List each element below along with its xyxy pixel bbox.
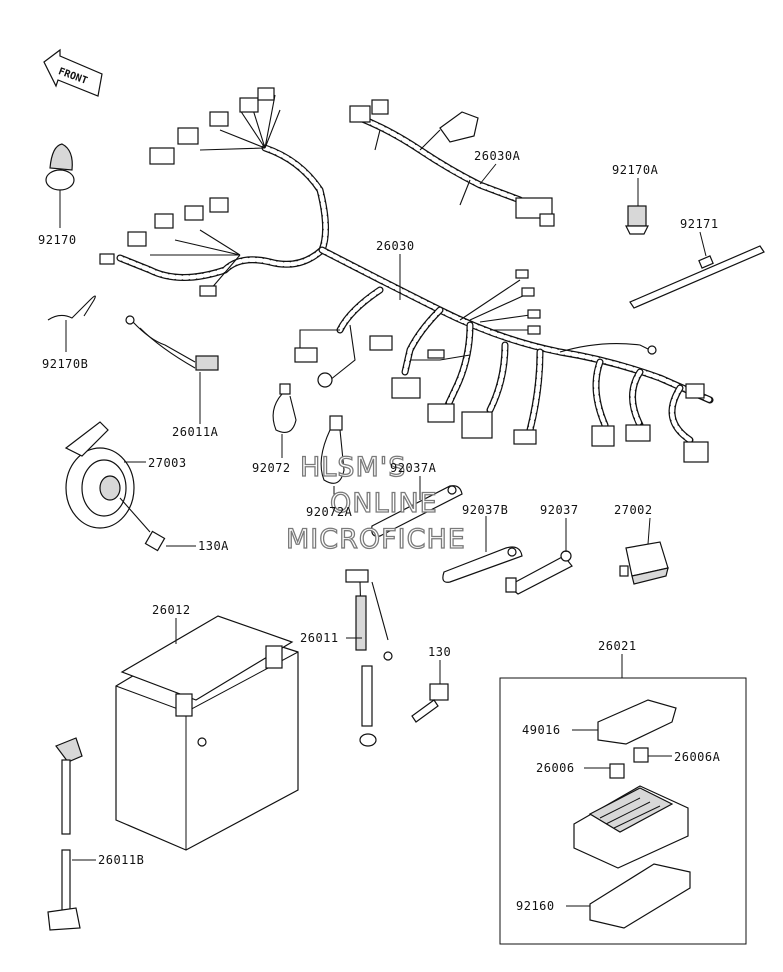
tie-92072 [272,383,297,458]
callout-92170B: 92170B [42,357,88,371]
lead-26011A [125,315,219,424]
callout-92170A: 92170A [612,163,659,177]
plate-92037 [505,518,573,595]
tie-92072A [320,415,345,504]
relay-27002 [619,517,669,585]
leader-lines [399,163,497,300]
callout-26006A: 26006A [674,750,721,764]
callout-92037A: 92037A [390,461,437,475]
fuse-26006 [584,763,625,779]
cover-92160 [566,863,691,929]
callout-26030: 26030 [376,239,415,253]
fuse-26006A [633,747,672,763]
main-harness [116,94,714,444]
clamp-92170 [45,143,75,228]
callout-26011: 26011 [300,631,339,645]
plate-92037A [371,476,463,537]
callout-26012: 26012 [152,603,191,617]
callout-92037: 92037 [540,503,579,517]
clip-92170A [625,178,649,235]
callout-26030A: 26030A [474,149,521,163]
callout-labels: 92170 92170B 26011A 27003 130A 26030A 26… [38,149,721,913]
battery-26012 [115,615,299,851]
callout-92072A: 92072A [306,505,353,519]
harness-connectors [99,87,709,463]
callout-92170: 92170 [38,233,77,247]
cable-26011 [345,569,393,747]
callout-92072: 92072 [252,461,291,475]
callout-92037B: 92037B [462,503,508,517]
front-arrow: FRONT [43,48,103,97]
watermark: HLSM'S ONLINE MICROFICHE [285,451,466,555]
watermark-line-2: ONLINE [330,488,438,519]
cover-49016 [572,699,677,745]
group-box-26021 [499,677,747,945]
callout-92171: 92171 [680,217,719,231]
callout-26011B: 26011B [98,853,144,867]
plate-92037B [442,516,523,583]
bolt-130 [411,660,449,723]
watermark-line-3: MICROFICHE [286,524,466,555]
sub-harness [349,99,555,227]
callout-26021: 26021 [598,639,637,653]
fuse-box [573,785,689,869]
callout-26006: 26006 [536,761,575,775]
lead-26011B [47,737,96,931]
callout-130A: 130A [198,539,229,553]
callout-27003: 27003 [148,456,187,470]
callout-49016: 49016 [522,723,561,737]
callout-27002: 27002 [614,503,653,517]
watermark-line-1: HLSM'S [300,452,406,483]
callout-26011A: 26011A [172,425,219,439]
callout-92160: 92160 [516,899,555,913]
horn-27003 [64,421,196,552]
tie-92171 [629,231,765,309]
callout-130: 130 [428,645,451,659]
bracket-92170B [47,295,96,352]
